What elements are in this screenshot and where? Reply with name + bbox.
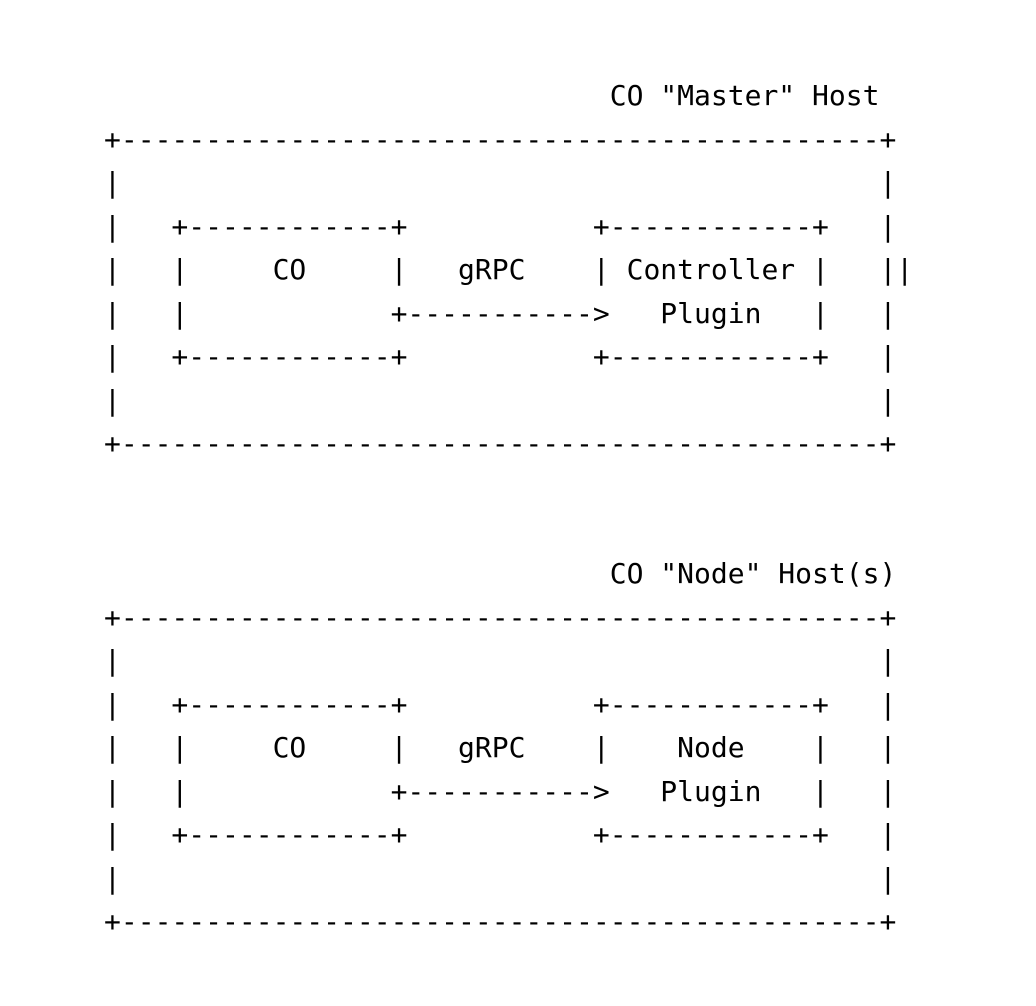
node-host-caption: CO "Node" Host(s) <box>104 557 897 590</box>
master-outer-box-bottom-border: +---------------------------------------… <box>104 427 897 460</box>
node-outer-box-top-border: +---------------------------------------… <box>104 600 897 634</box>
master-inner-boxes-bottom-border: | +------------+ +------------+ | <box>104 340 897 373</box>
master-outer-box-blank-row-bottom: | | <box>104 383 897 417</box>
node-outer-box-bottom-border: +---------------------------------------… <box>104 905 897 938</box>
master-co-and-controller-title-row: | | CO | gRPC | Controller | || <box>104 253 914 286</box>
master-grpc-arrow-and-plugin-row: | | +-----------> Plugin | | <box>104 296 897 330</box>
node-grpc-arrow-and-plugin-row: | | +-----------> Plugin | | <box>104 774 897 808</box>
node-inner-boxes-bottom-border: | +------------+ +------------+ | <box>104 818 897 851</box>
node-co-and-node-title-row: | | CO | gRPC | Node | | <box>104 731 897 764</box>
master-outer-box-top-border: +---------------------------------------… <box>104 122 897 156</box>
node-outer-box-blank-row-top: | | <box>104 644 897 677</box>
master-host-caption: CO "Master" Host <box>104 79 880 112</box>
master-host-diagram: CO "Master" Host +-----------------------… <box>104 74 913 466</box>
node-inner-boxes-top-border: | +------------+ +------------+ | <box>104 687 897 721</box>
node-host-diagram: CO "Node" Host(s) +----------------------… <box>104 552 896 944</box>
node-outer-box-blank-row-bottom: | | <box>104 861 897 895</box>
master-inner-boxes-top-border: | +------------+ +------------+ | <box>104 209 897 243</box>
master-outer-box-blank-row-top: | | <box>104 166 897 199</box>
